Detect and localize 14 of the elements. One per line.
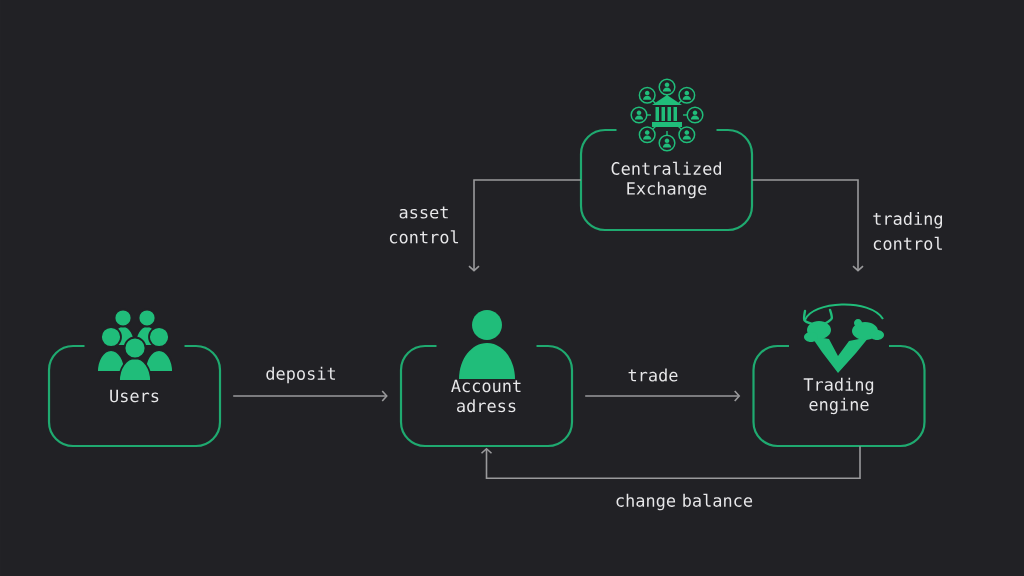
rounded-box: Users [47,344,222,448]
arrow [232,390,388,402]
edge-label: asset control [389,206,459,244]
edge-label: change balance [616,493,753,511]
rounded-box: Centralized Exchange [579,128,754,232]
edge-label: deposit [266,366,335,384]
edge-label: trade [628,368,678,382]
rounded-box: Trading engine [752,344,926,448]
arrow [584,390,741,402]
arrow [480,445,861,479]
edge-label: trading control [873,211,942,250]
rounded-box: Account adress [399,344,574,448]
arrow [468,179,582,272]
arrow [751,179,864,272]
